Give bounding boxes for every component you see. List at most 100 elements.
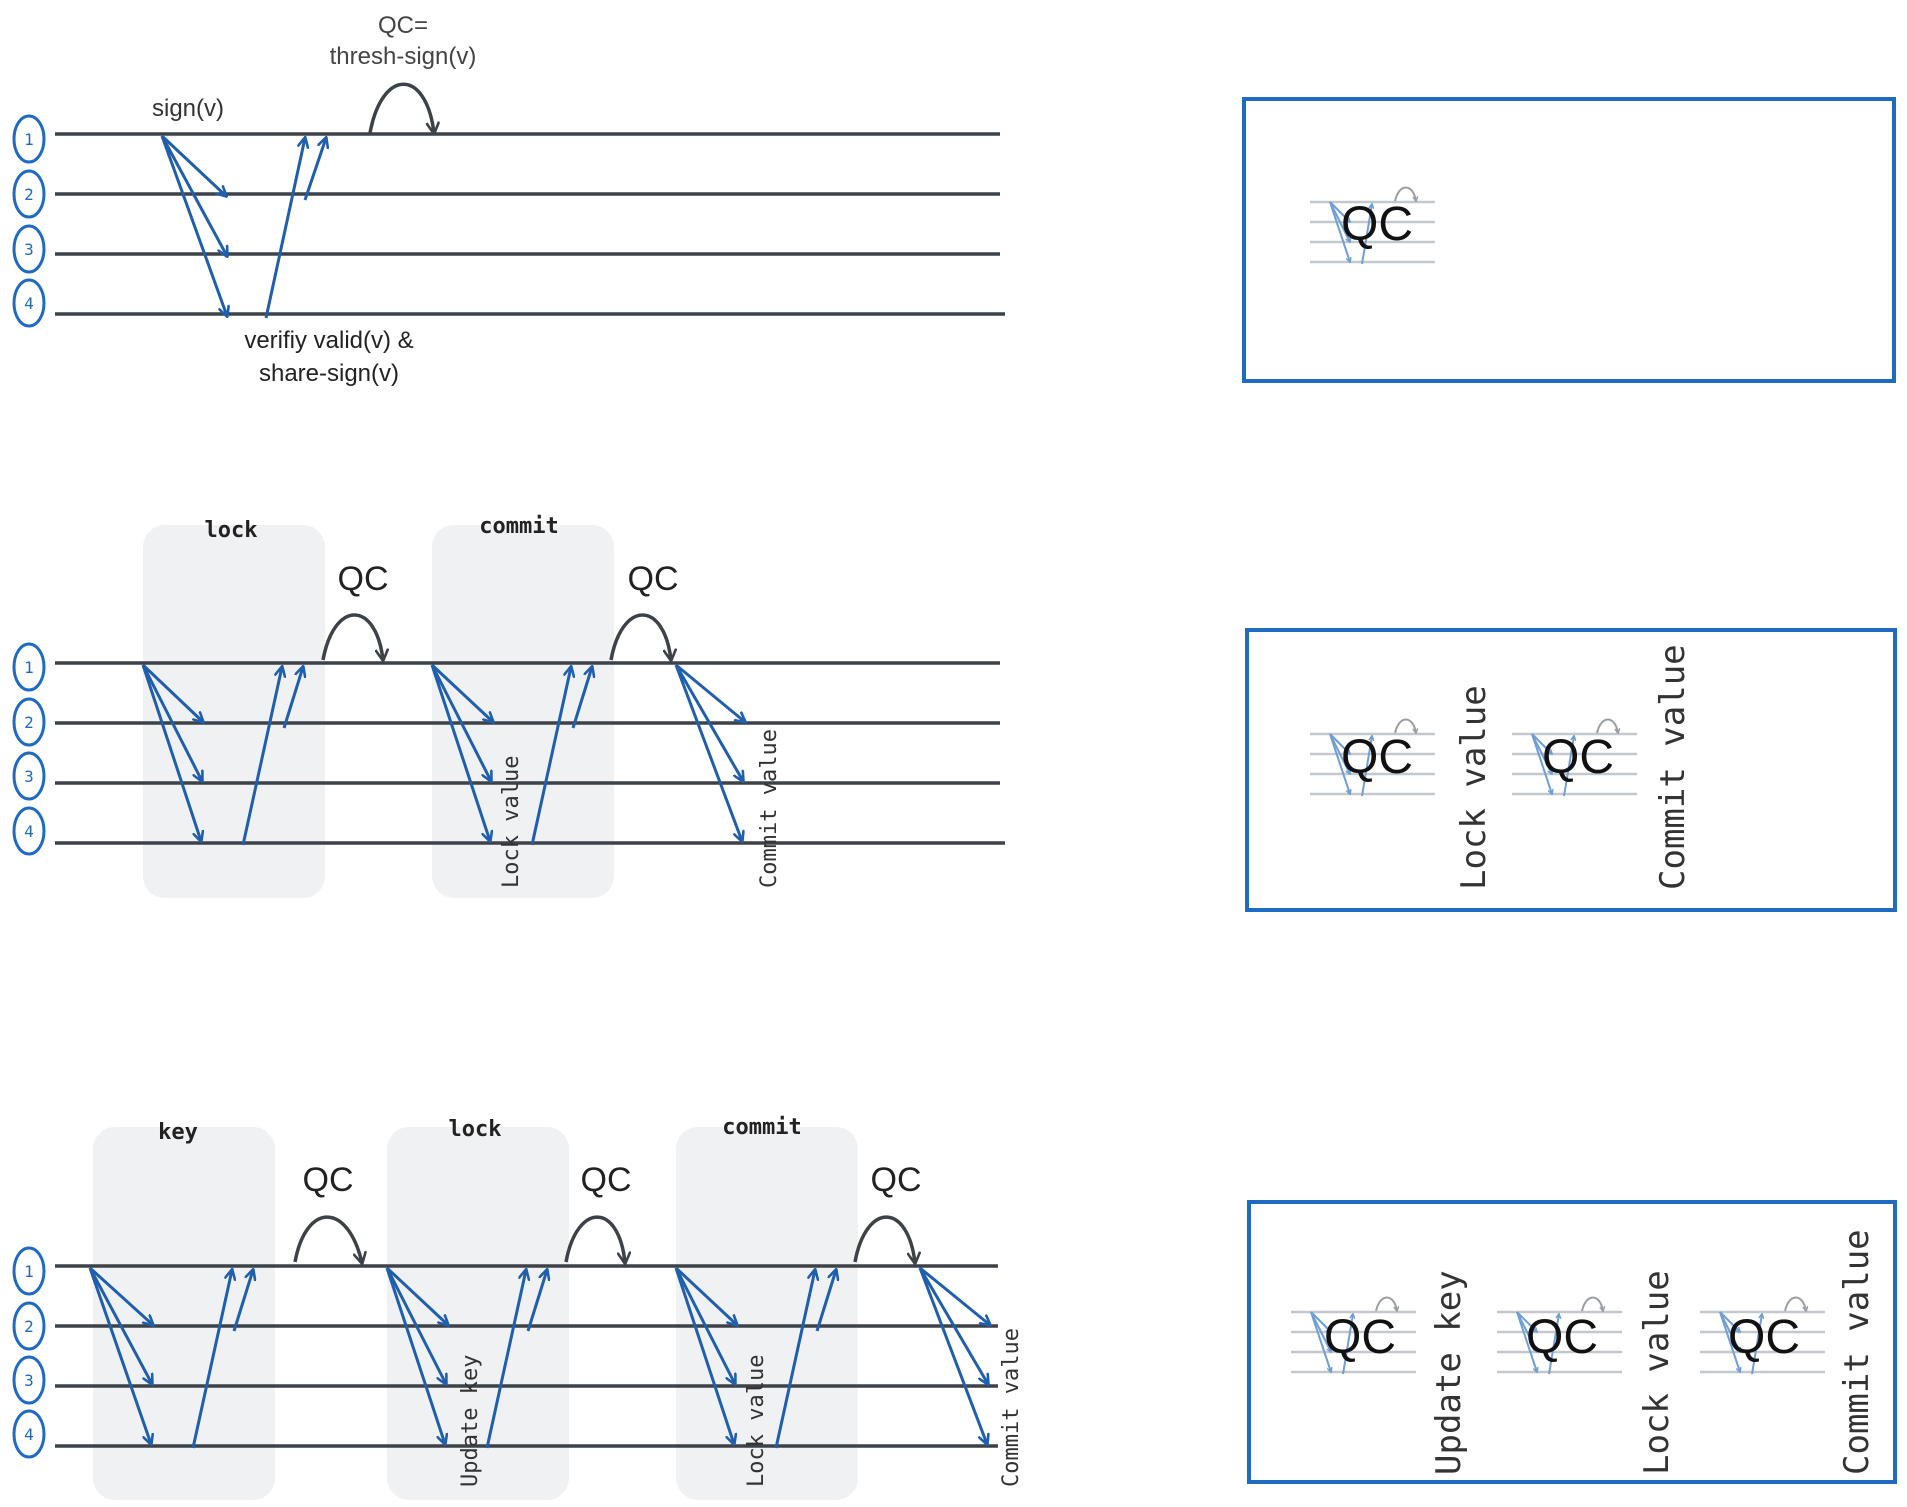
broadcast-arrow (141, 664, 202, 781)
reply-arrow (526, 1270, 547, 1332)
replica-badge-1: 1 (12, 642, 46, 692)
replica-badge-4: 4 (12, 1409, 46, 1459)
summary-box-1: QC (1242, 97, 1896, 383)
qc-loop-arrow (609, 613, 671, 660)
reply-arrow (485, 1270, 526, 1449)
phase-label-lock: lock (205, 518, 258, 543)
phase-label-lock: lock (449, 1117, 502, 1142)
replica-badge-label: 1 (24, 1262, 34, 1281)
broadcast-arrow (385, 1267, 446, 1384)
replica-badge-3: 3 (12, 1355, 46, 1405)
reply-arrow (774, 1270, 815, 1449)
commit-value-vertical-label: Commit value (1837, 1229, 1877, 1475)
mini-qc-diagram-icon (1497, 1296, 1622, 1375)
lock-value-vertical-label: Lock value (744, 1355, 769, 1487)
replica-badge-label: 3 (24, 1371, 34, 1390)
commit-value-vertical-label: Commit value (999, 1328, 1024, 1487)
verify-label-line1: verifiy valid(v) & (244, 327, 413, 354)
broadcast-arrow (674, 664, 743, 781)
diagram-3-key-lock-commit: 1 2 3 4 (12, 1115, 1024, 1500)
mini-qc-diagram-icon (1512, 718, 1637, 797)
verify-label-line2: share-sign(v) (259, 360, 399, 387)
broadcast-arrow (918, 1267, 988, 1384)
mini-qc-diagram-icon (1700, 1296, 1825, 1375)
phase-label-commit: commit (479, 514, 558, 539)
broadcast-arrow (675, 663, 745, 722)
phase-label-commit: commit (722, 1115, 801, 1140)
broadcast-arrow (674, 1267, 734, 1444)
replica-badge-4: 4 (12, 278, 46, 328)
qc-label: QC (1341, 198, 1413, 251)
broadcast-arrow (674, 1266, 737, 1325)
qc-loop-arrow (564, 1215, 625, 1263)
replica-badge-label: 4 (24, 294, 34, 313)
broadcast-arrow (430, 664, 490, 841)
qc-label: QC (338, 560, 389, 598)
broadcast-arrow (919, 1266, 990, 1325)
reply-arrow (303, 138, 326, 201)
qc-label: QC (1526, 1311, 1598, 1364)
broadcast-arrow (430, 663, 493, 722)
replica-badge-2: 2 (12, 1301, 46, 1351)
broadcast-arrow (674, 1267, 735, 1384)
diagram-2-lock-commit: 1 2 3 4 lock commit (12, 514, 1005, 898)
replica-badge-label: 2 (24, 713, 34, 732)
replica-badge-label: 1 (24, 658, 34, 677)
broadcast-arrow (160, 134, 226, 196)
reply-arrow (815, 1270, 836, 1332)
broadcast-arrow (160, 135, 227, 256)
lock-value-vertical-label: Lock value (1637, 1270, 1677, 1475)
reply-arrow (191, 1270, 232, 1449)
broadcast-arrow (88, 1266, 153, 1325)
replica-badge-label: 3 (24, 240, 34, 259)
replica-badge-label: 2 (24, 185, 34, 204)
summary-box-2: QC Lock value QC Commit value (1245, 628, 1897, 912)
broadcast-arrow (88, 1267, 152, 1384)
phase-box-key (93, 1127, 275, 1500)
qc-label: QC (1542, 731, 1614, 784)
replica-badge-label: 4 (24, 1425, 34, 1444)
broadcast-arrow (385, 1266, 448, 1325)
qc-label: QC (1728, 1311, 1800, 1364)
phase-label-key: key (158, 1120, 198, 1145)
qc-label: QC (871, 1161, 922, 1199)
replica-badge-2: 2 (12, 697, 46, 747)
replica-badge-4: 4 (12, 806, 46, 856)
reply-arrow (264, 138, 305, 319)
replica-badge-label: 2 (24, 1317, 34, 1336)
summary-box-3: QC Update key QC Lock value QC C (1247, 1200, 1897, 1484)
reply-arrow (241, 667, 282, 846)
broadcast-arrow (674, 664, 742, 841)
reply-arrow (571, 667, 592, 729)
diagram-1-threshold-sign: 1 2 3 4 sign(v) QC= thresh-sign(v) verif… (12, 12, 1005, 387)
qc-label: QC (1341, 731, 1413, 784)
broadcast-arrow (88, 1267, 151, 1444)
replica-badge-3: 3 (12, 751, 46, 801)
qc-label: QC (581, 1161, 632, 1199)
broadcast-arrow (430, 664, 491, 781)
replica-badge-label: 1 (24, 130, 34, 149)
replica-badge-label: 4 (24, 822, 34, 841)
replica-badge-1: 1 (12, 1246, 46, 1296)
mini-qc-diagram-icon (1310, 186, 1435, 265)
qc-loop-arrow (321, 613, 383, 660)
qc-label: QC (303, 1161, 354, 1199)
mini-qc-diagram-icon (1310, 718, 1435, 797)
qc-definition-label-line2: thresh-sign(v) (330, 43, 477, 70)
update-key-vertical-label: Update key (458, 1355, 483, 1487)
replica-badge-3: 3 (12, 224, 46, 274)
qc-loop-arrow (853, 1215, 915, 1263)
qc-loop-arrow (293, 1215, 362, 1263)
reply-arrow (530, 667, 571, 846)
mini-qc-diagram-icon (1291, 1296, 1416, 1375)
commit-value-vertical-label: Commit value (757, 729, 782, 888)
reply-arrow (232, 1270, 253, 1332)
broadcast-arrow (160, 135, 227, 316)
replica-badge-label: 3 (24, 767, 34, 786)
qc-loop-arrow (368, 82, 434, 133)
broadcast-arrow (385, 1267, 445, 1444)
qc-definition-label-line1: QC= (378, 12, 428, 39)
update-key-vertical-label: Update key (1429, 1270, 1469, 1475)
broadcast-arrow (141, 663, 203, 722)
